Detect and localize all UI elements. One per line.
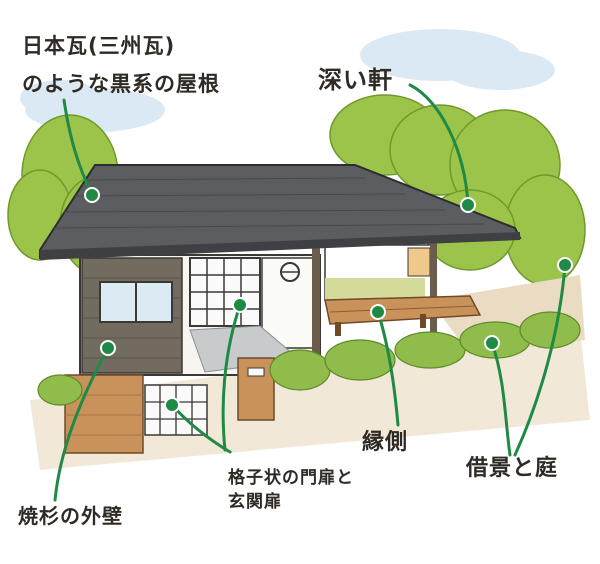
tiled-roof — [39, 164, 522, 260]
marker-garden-tree — [557, 257, 573, 273]
label-wall: 焼杉の外壁 — [18, 504, 123, 528]
marker-wall — [100, 340, 116, 356]
label-roof-line2: のような黒系の屋根 — [22, 72, 220, 96]
label-garden: 借景と庭 — [466, 456, 559, 481]
tatami-floor — [325, 278, 425, 300]
label-eaves: 深い軒 — [318, 66, 393, 94]
marker-garden-hedge — [484, 335, 500, 351]
engawa-deck — [324, 295, 482, 336]
marker-engawa — [370, 304, 386, 320]
markers — [84, 187, 573, 413]
marker-roof — [84, 187, 100, 203]
mailbox-post — [237, 357, 275, 421]
label-lattice-line1: 格子状の門扉と — [228, 468, 354, 488]
shoji-window — [407, 247, 431, 277]
house-body — [79, 240, 437, 376]
label-engawa: 縁側 — [362, 430, 409, 455]
marker-lattice-gate — [164, 397, 180, 413]
marker-eaves — [460, 197, 476, 213]
marker-lattice-door — [232, 297, 248, 313]
label-lattice-line2: 玄関扉 — [228, 492, 282, 512]
hedge — [37, 311, 581, 406]
label-roof-line1: 日本瓦(三州瓦) — [22, 34, 176, 58]
